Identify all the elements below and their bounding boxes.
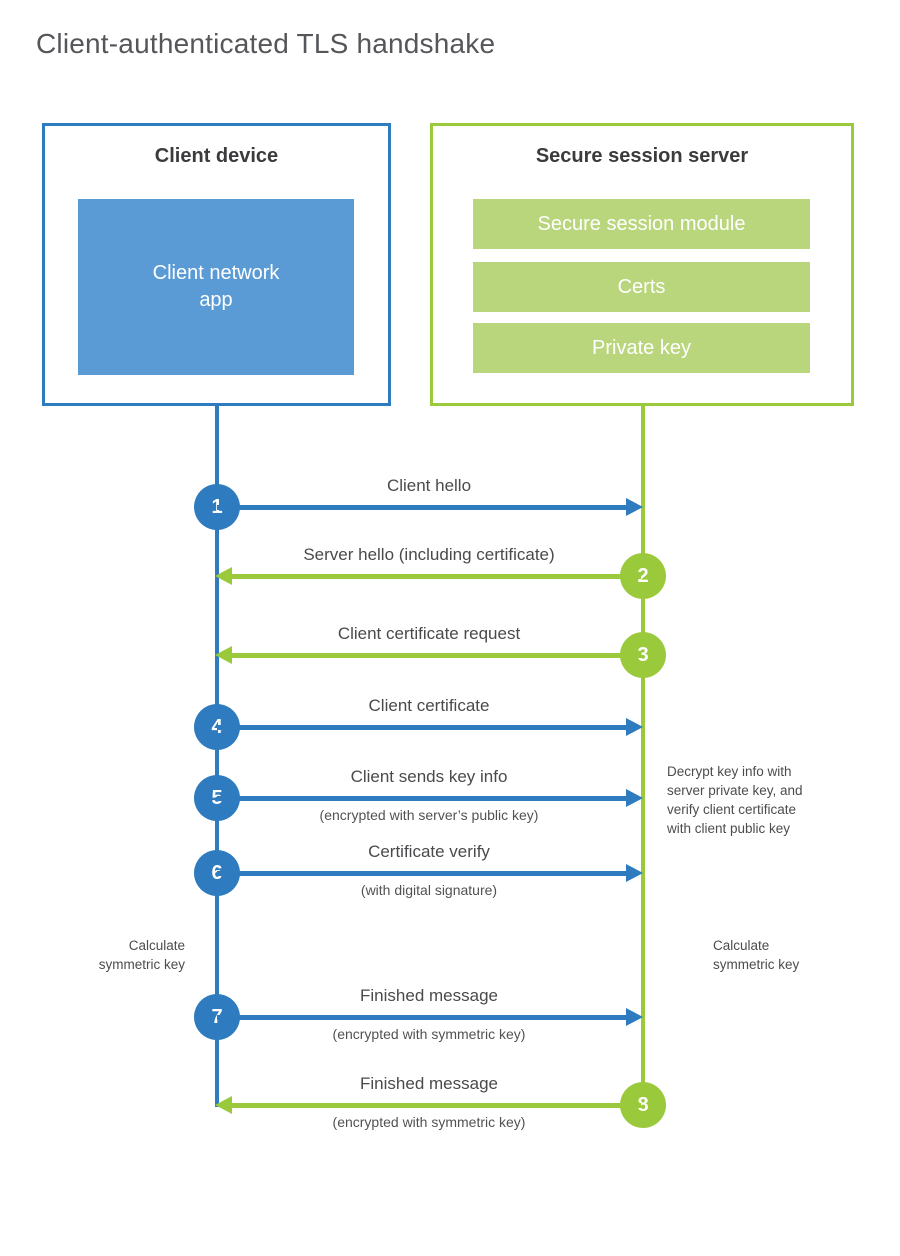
arrow-head-icon <box>626 1008 643 1026</box>
arrow-head-icon <box>626 498 643 516</box>
client-lifeline <box>215 406 219 1107</box>
step-number: 2 <box>637 564 649 587</box>
step-6-label: Certificate verify <box>368 842 490 861</box>
server-lifeline <box>641 406 645 1105</box>
arrow-shaft <box>232 574 641 579</box>
step-6-sublabel: (with digital signature) <box>360 882 498 898</box>
step-2-label: Server hello (including certificate) <box>303 545 555 564</box>
arrow-head-icon <box>215 646 232 664</box>
step-5-sublabel: (encrypted with server’s public key) <box>319 807 539 823</box>
client-device-title: Client device <box>154 145 279 167</box>
arrow-shaft <box>232 1103 641 1108</box>
arrow-shaft <box>217 871 626 876</box>
server-module-secure-session-module: Secure session module <box>473 199 810 249</box>
arrow-shaft <box>217 1015 626 1020</box>
arrow-head-icon <box>626 789 643 807</box>
arrow-head-icon <box>626 718 643 736</box>
arrow-shaft <box>217 505 626 510</box>
decrypt-key-note: Decrypt key info with server private key… <box>667 764 803 836</box>
server-module-private-key: Private key <box>473 323 810 373</box>
step-8-label: Finished message <box>360 1074 498 1093</box>
step-7-sublabel: (encrypted with symmetric key) <box>332 1026 526 1042</box>
step-4-label: Client certificate <box>368 696 490 715</box>
page-title: Client-authenticated TLS handshake <box>36 28 496 59</box>
calculate-symmetric-key-note-server: Calculate symmetric key <box>713 938 800 972</box>
step-3-label: Client certificate request <box>337 624 521 643</box>
step-5-label: Client sends key info <box>350 767 508 786</box>
step-number: 8 <box>637 1093 649 1116</box>
arrow-shaft <box>217 725 626 730</box>
arrow-head-icon <box>215 567 232 585</box>
secure-session-server-title: Secure session server <box>535 145 749 167</box>
arrow-shaft <box>217 796 626 801</box>
step-7-label: Finished message <box>360 986 498 1005</box>
step-1-label: Client hello <box>386 476 472 495</box>
step-number: 3 <box>637 643 649 666</box>
arrow-head-icon <box>626 864 643 882</box>
server-module-certs: Certs <box>473 262 810 312</box>
arrow-shaft <box>232 653 641 658</box>
arrow-head-icon <box>215 1096 232 1114</box>
step-8-sublabel: (encrypted with symmetric key) <box>332 1114 526 1130</box>
calculate-symmetric-key-note-client: Calculate symmetric key <box>98 938 185 972</box>
client-network-app-box: Client network app <box>78 199 354 375</box>
